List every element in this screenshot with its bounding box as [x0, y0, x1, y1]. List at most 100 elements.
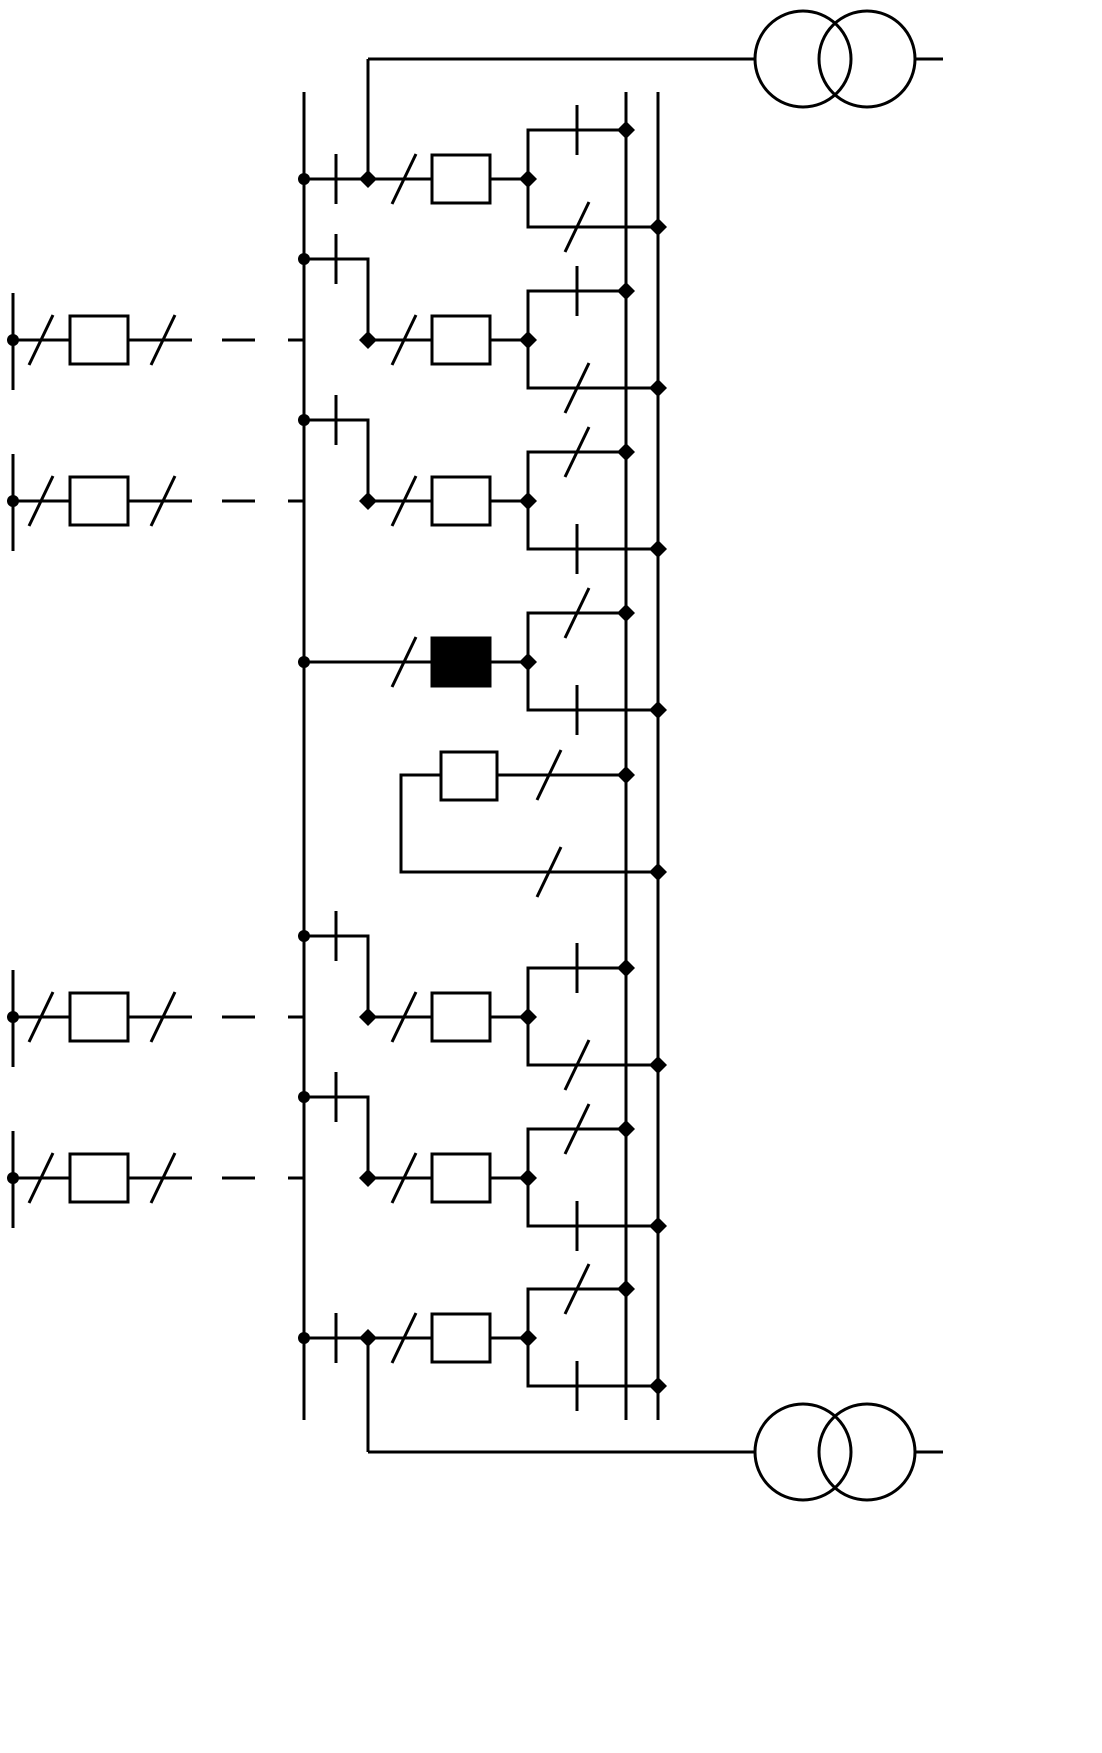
circuit-breaker: [430, 991, 492, 1043]
disconnector-open-icon: [390, 1312, 418, 1364]
bay-selector-wire: [526, 1287, 658, 1388]
node: [649, 1377, 667, 1395]
circuit-breaker: [430, 475, 492, 527]
disconnector-open-icon: [27, 314, 55, 366]
node: [649, 540, 667, 558]
circuit-breaker: [430, 1152, 492, 1204]
node: [298, 253, 310, 265]
circuit-breaker-highlighted: [430, 636, 492, 688]
external-line: [7, 293, 304, 390]
node: [298, 173, 310, 185]
node: [649, 701, 667, 719]
disconnector-open-icon: [563, 362, 591, 414]
disconnector-open-icon: [149, 1152, 177, 1204]
disconnector-open-icon: [390, 991, 418, 1043]
external-lines: [7, 293, 304, 1228]
external-line: [7, 454, 304, 551]
circuit-breaker: [430, 153, 492, 205]
node: [298, 1332, 310, 1344]
bay-loop-wire: [304, 418, 370, 501]
node: [298, 1091, 310, 1103]
disconnector-open-icon: [149, 475, 177, 527]
bays: [298, 105, 667, 1411]
transformers: [366, 9, 943, 1502]
disconnector-open-icon: [563, 426, 591, 478]
circuit-breaker: [68, 991, 130, 1043]
external-line: [7, 1131, 304, 1228]
coupler-wire: [399, 773, 658, 874]
transformer: [366, 1338, 943, 1502]
disconnector-open-icon: [390, 153, 418, 205]
node: [359, 1008, 377, 1026]
feeder-bay: [298, 1072, 667, 1251]
bay-loop-wire: [304, 257, 370, 340]
bus-coupler-bay: [399, 749, 667, 898]
disconnector-open-icon: [390, 636, 418, 688]
circuit-breaker: [68, 475, 130, 527]
disconnector-open-icon: [390, 314, 418, 366]
node: [359, 170, 377, 188]
transformer: [366, 9, 943, 179]
disconnector-open-icon: [563, 1263, 591, 1315]
disconnector-open-icon: [390, 475, 418, 527]
bay-selector-wire: [526, 450, 658, 551]
node: [617, 1120, 635, 1138]
node: [649, 1217, 667, 1235]
node: [617, 282, 635, 300]
node: [617, 121, 635, 139]
node: [359, 331, 377, 349]
feeder-bay: [298, 234, 667, 414]
disconnector-open-icon: [27, 991, 55, 1043]
feeder-bay: [298, 105, 667, 253]
disconnector-open-icon: [563, 201, 591, 253]
circuit-breaker: [430, 1312, 492, 1364]
node: [617, 959, 635, 977]
disconnector-open-icon: [27, 475, 55, 527]
disconnector-open-icon: [535, 749, 563, 801]
circuit-breaker: [68, 1152, 130, 1204]
transformer-winding-primary: [753, 9, 853, 109]
node: [298, 414, 310, 426]
node: [617, 1280, 635, 1298]
transformer-winding-secondary: [817, 9, 917, 109]
bay-selector-wire: [526, 128, 658, 229]
bus-coupler: [399, 749, 667, 898]
feeder-bay: [298, 587, 667, 735]
feeder-bay: [298, 395, 667, 574]
bay-selector-wire: [526, 289, 658, 390]
feeder-bay: [298, 1263, 667, 1411]
disconnector-open-icon: [563, 587, 591, 639]
node: [359, 1329, 377, 1347]
node: [649, 1056, 667, 1074]
bay-selector-wire: [526, 1127, 658, 1228]
bay-loop-wire: [304, 1095, 370, 1178]
disconnector-open-icon: [149, 314, 177, 366]
node: [649, 863, 667, 881]
circuit-breaker: [439, 750, 499, 802]
transformer-winding-primary: [753, 1402, 853, 1502]
node: [359, 492, 377, 510]
node: [617, 443, 635, 461]
external-line: [7, 970, 304, 1067]
node: [617, 766, 635, 784]
busbars: [302, 92, 660, 1420]
bay-selector-wire: [526, 966, 658, 1067]
node: [298, 930, 310, 942]
disconnector-open-icon: [390, 1152, 418, 1204]
circuit-breaker: [430, 314, 492, 366]
disconnector-open-icon: [535, 846, 563, 898]
circuit-breaker: [68, 314, 130, 366]
node: [359, 1169, 377, 1187]
bay-loop-wire: [304, 934, 370, 1017]
disconnector-open-icon: [27, 1152, 55, 1204]
disconnector-open-icon: [149, 991, 177, 1043]
node: [617, 604, 635, 622]
disconnector-open-icon: [563, 1103, 591, 1155]
disconnector-open-icon: [563, 1039, 591, 1091]
transformer-winding-secondary: [817, 1402, 917, 1502]
node: [649, 218, 667, 236]
node: [649, 379, 667, 397]
bay-selector-wire: [526, 611, 658, 712]
feeder-bay: [298, 911, 667, 1091]
